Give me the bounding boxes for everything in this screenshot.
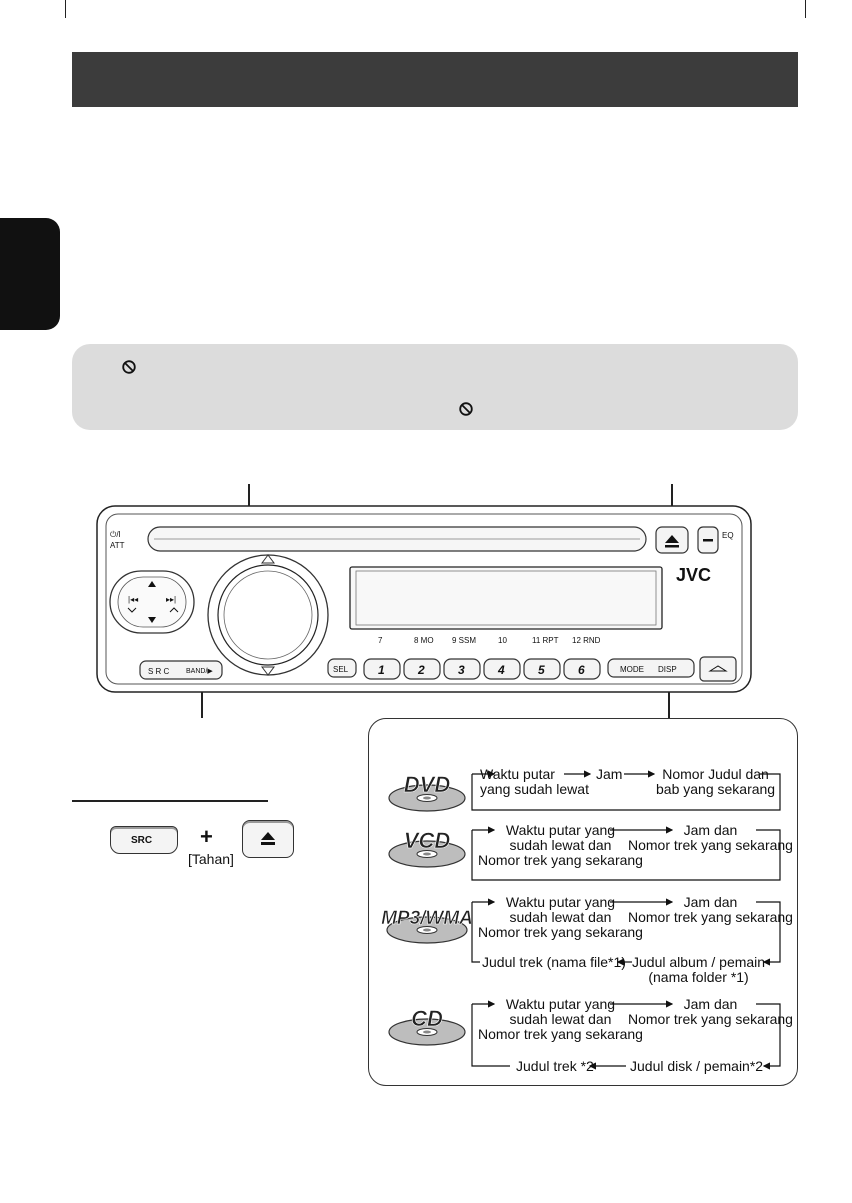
svg-text:⏻/I: ⏻/I bbox=[110, 530, 121, 539]
svg-text:5: 5 bbox=[538, 663, 545, 677]
svg-text:4: 4 bbox=[497, 663, 505, 677]
svg-text:6: 6 bbox=[578, 663, 585, 677]
svg-text:10: 10 bbox=[498, 636, 507, 645]
svg-text:DVD: DVD bbox=[404, 772, 451, 797]
cd-disc-icon: CD bbox=[388, 1006, 466, 1046]
mp3-step-album-artist: Judul album / pemain(nama folder *1) bbox=[632, 954, 766, 985]
dvd-disc-icon: DVD bbox=[388, 772, 466, 812]
svg-text:MP3/WMA: MP3/WMA bbox=[381, 908, 473, 929]
svg-text:9 SSM: 9 SSM bbox=[452, 636, 476, 645]
leader-line-disp bbox=[668, 676, 670, 718]
language-side-tab bbox=[0, 218, 60, 330]
eject-key[interactable] bbox=[242, 820, 294, 858]
plus-sign: + bbox=[200, 824, 213, 849]
svg-text:8 MO: 8 MO bbox=[414, 636, 434, 645]
section-underline bbox=[72, 800, 268, 802]
eject-icon bbox=[261, 832, 275, 845]
svg-text:MODE: MODE bbox=[620, 665, 644, 674]
svg-text:EQ: EQ bbox=[722, 531, 734, 540]
sequence-arrows bbox=[471, 770, 781, 1070]
mp3-step-track-title: Judul trek (nama file*1) bbox=[482, 954, 626, 970]
cd-step-disc-artist: Judul disk / pemain*2 bbox=[630, 1058, 764, 1074]
svg-text:|◂◂: |◂◂ bbox=[128, 595, 138, 604]
leader-line-band bbox=[201, 676, 203, 718]
leader-line-disc-slot bbox=[248, 484, 250, 526]
svg-text:▸▸|: ▸▸| bbox=[166, 595, 176, 604]
svg-text:DISP: DISP bbox=[658, 665, 677, 674]
svg-text:SEL: SEL bbox=[333, 665, 349, 674]
caution-panel bbox=[72, 344, 798, 430]
header-bar bbox=[72, 52, 798, 107]
svg-text:S R C: S R C bbox=[148, 667, 170, 676]
svg-text:1: 1 bbox=[378, 663, 385, 677]
svg-text:ATT: ATT bbox=[110, 541, 125, 550]
cd-step-track-title: Judul trek *2 bbox=[516, 1058, 594, 1074]
prohibit-icon bbox=[459, 402, 473, 416]
svg-text:BAND/▶: BAND/▶ bbox=[186, 668, 213, 675]
svg-text:3: 3 bbox=[458, 663, 465, 677]
crop-mark-left bbox=[65, 0, 66, 18]
svg-text:11 RPT: 11 RPT bbox=[532, 636, 559, 645]
mp3-wma-disc-icon: MP3/WMA bbox=[381, 908, 473, 944]
svg-text:CD: CD bbox=[411, 1006, 443, 1031]
svg-text:2: 2 bbox=[417, 663, 425, 677]
src-key[interactable]: SRC bbox=[110, 826, 178, 854]
dvd-step-clock: Jam bbox=[596, 766, 623, 782]
svg-text:7: 7 bbox=[378, 636, 383, 645]
prohibit-icon bbox=[122, 360, 136, 374]
brand-logo: JVC bbox=[676, 565, 711, 585]
hold-label: [Tahan] bbox=[188, 851, 234, 867]
svg-text:12 RND: 12 RND bbox=[572, 636, 601, 645]
svg-text:VCD: VCD bbox=[404, 828, 451, 853]
crop-mark-right bbox=[805, 0, 806, 18]
car-stereo-panel: EQ ⏻/I ATT |◂◂ ▸▸| JVC 7 8 MO 9 SSM 10 1… bbox=[96, 505, 752, 693]
vcd-disc-icon: VCD bbox=[388, 828, 466, 868]
